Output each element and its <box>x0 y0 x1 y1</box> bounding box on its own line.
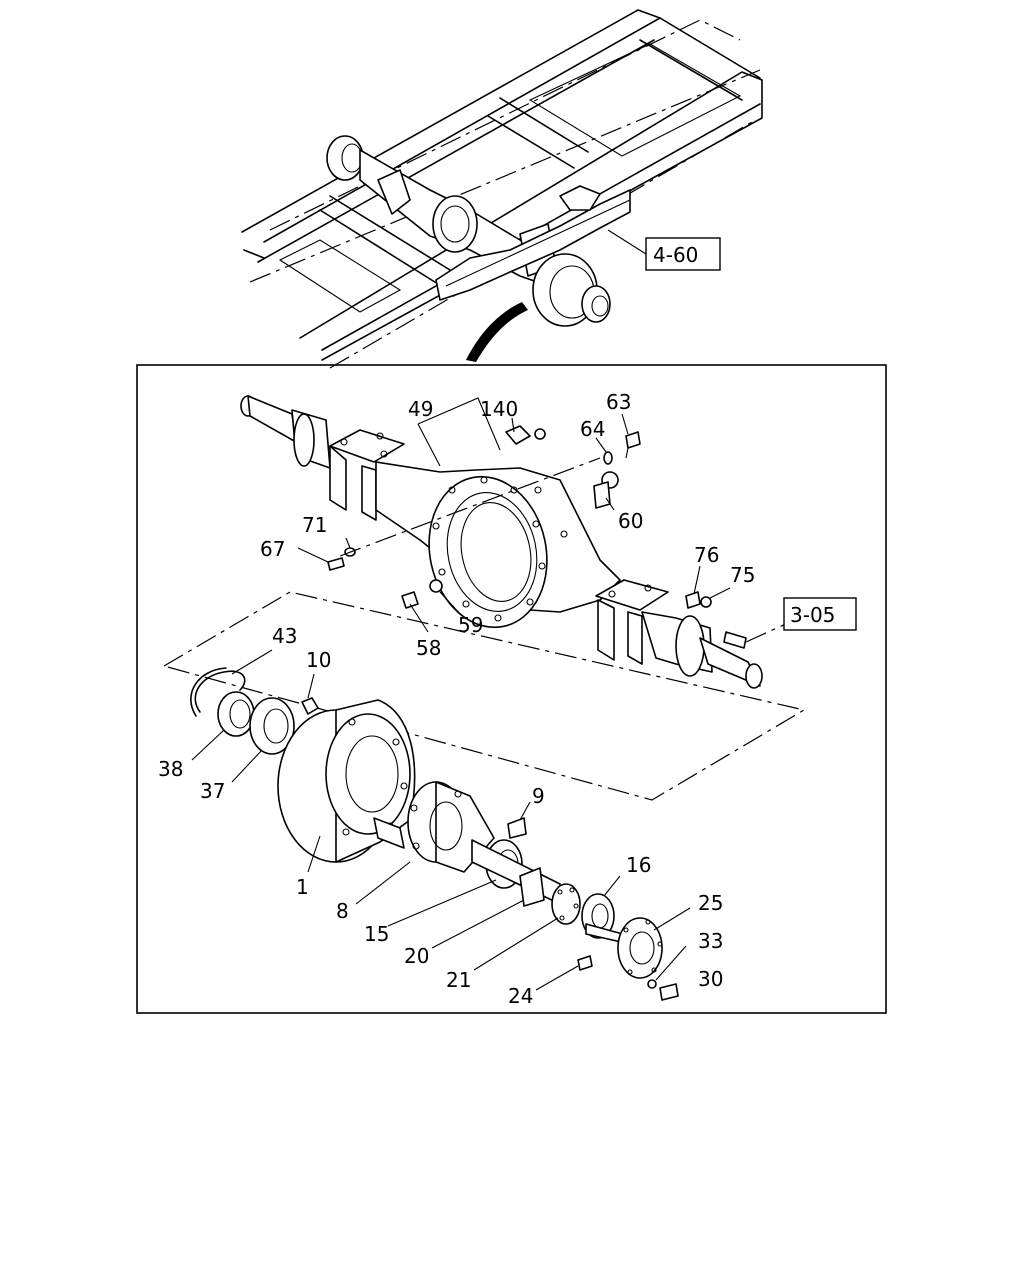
callout-67: 67 <box>260 537 285 561</box>
hub-drum-assembly <box>190 667 679 1001</box>
callout-24: 24 <box>508 984 533 1008</box>
callout-75: 75 <box>730 563 755 587</box>
callout-20: 20 <box>404 944 429 968</box>
axle-housing <box>240 395 763 689</box>
callout-16: 16 <box>626 853 651 877</box>
callout-49: 49 <box>408 397 433 421</box>
callout-59: 59 <box>458 613 483 637</box>
callout-76: 76 <box>694 543 719 567</box>
callout-37: 37 <box>200 779 225 803</box>
hub-ref-label: 3-05 <box>790 603 835 627</box>
callout-21: 21 <box>446 968 471 992</box>
frame-ref-box <box>645 237 721 271</box>
callout-9: 9 <box>532 784 545 808</box>
frame-ref-label: 4-60 <box>653 243 698 267</box>
callout-43: 43 <box>272 624 297 648</box>
callout-60: 60 <box>618 509 643 533</box>
leader-lines <box>191 397 731 991</box>
callout-33: 33 <box>698 929 723 953</box>
callout-140: 140 <box>480 397 518 421</box>
chassis-frame-view <box>241 9 763 369</box>
callout-30: 30 <box>698 967 723 991</box>
callout-25: 25 <box>698 891 723 915</box>
housing-hardware <box>327 425 747 649</box>
exploded-view-frame <box>136 364 887 1014</box>
ref-centerline <box>745 621 791 643</box>
callout-64: 64 <box>580 417 605 441</box>
callout-8: 8 <box>336 899 349 923</box>
callout-15: 15 <box>364 922 389 946</box>
callout-1: 1 <box>296 875 309 899</box>
callout-63: 63 <box>606 390 631 414</box>
callout-38: 38 <box>158 757 183 781</box>
hub-ref-box <box>783 597 857 631</box>
housing-centerline <box>339 457 601 557</box>
callout-10: 10 <box>306 648 331 672</box>
callout-58: 58 <box>416 636 441 660</box>
callout-labels: 1 8 9 10 15 16 20 21 24 25 30 33 37 38 4… <box>158 390 755 1008</box>
hub-centerline <box>163 591 806 801</box>
callout-71: 71 <box>302 513 327 537</box>
